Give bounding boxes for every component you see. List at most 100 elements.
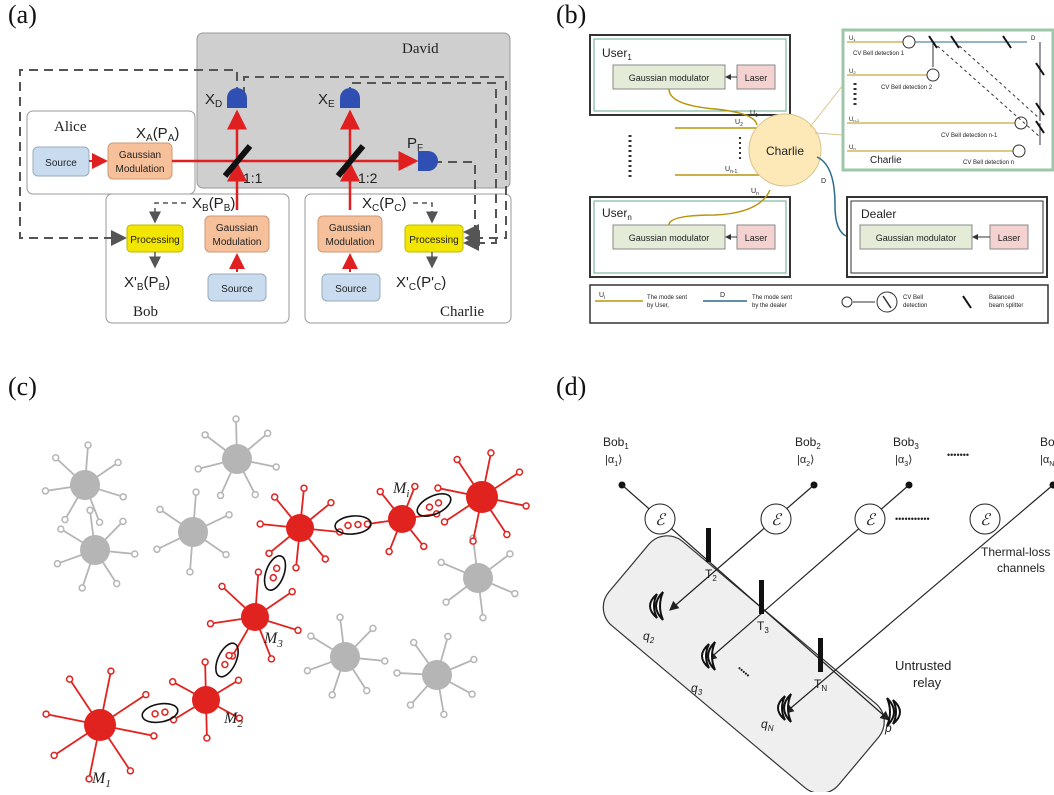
bob-modulation-label: Modulation [213, 237, 262, 248]
b-un-label: Un [751, 188, 759, 197]
usern-modulator-box [612, 224, 726, 250]
legend-user-line1: The mode sent [647, 295, 687, 301]
entangled-pair [334, 515, 372, 535]
t3-label: T3 [757, 619, 769, 635]
pf-label: PF [407, 135, 423, 154]
charlie-label: Charlie [440, 304, 484, 320]
m3-label: M3 [263, 630, 283, 650]
gray-node [194, 415, 280, 500]
bob-source-box [207, 273, 267, 302]
mi-label: Mi [392, 480, 409, 500]
alice-label: Alice [54, 119, 87, 135]
legend-dealer-line2: by the dealer [752, 303, 787, 309]
charlie-source-label: Source [335, 284, 367, 295]
bob3-label: Bob3 [893, 435, 919, 451]
bell-1-label: CV Bell detection 1 [853, 51, 905, 57]
alphan-label: |αN⟩ [1040, 454, 1054, 468]
bell-n-label: CV Bell detection n [963, 160, 1014, 166]
b-charlie-label: Charlie [766, 144, 804, 158]
xb-prime-label: X'B(PB) [124, 274, 170, 293]
legend-bs-line2: beam splitter [989, 303, 1023, 309]
channel-3 [854, 503, 886, 535]
legend-dealer-line1: The mode sent [752, 295, 792, 301]
red-node [256, 484, 344, 572]
untrusted-line2: relay [913, 675, 942, 690]
bell-n1-label: CV Bell detection n-1 [941, 133, 998, 139]
bob1-label: Bob1 [603, 435, 629, 451]
alice-source-label: Source [45, 158, 77, 169]
xe-label: XE [318, 91, 335, 110]
untrusted-relay-box [602, 535, 885, 792]
bob-modulation-box [204, 215, 270, 253]
beam-splitter-2 [335, 144, 366, 178]
user1-modulator-box [612, 64, 726, 90]
channel-2 [760, 503, 792, 535]
svg-text:Ui: Ui [599, 292, 605, 301]
channel-1 [644, 503, 676, 535]
bs-t2 [706, 528, 711, 562]
svg-text:Un-1: Un-1 [849, 117, 860, 123]
red-node-m2 [168, 658, 244, 742]
m1-label: M1 [91, 770, 111, 790]
qn-label: qN [761, 717, 774, 733]
b-u1-label: U1 [750, 110, 758, 119]
david-box [196, 32, 511, 189]
red-node-m3 [206, 568, 302, 663]
detector-qn-icon [777, 693, 792, 723]
dealer-label: Dealer [861, 207, 896, 221]
xc-prime-label: X'C(P'C) [396, 274, 446, 293]
b-un1-label: Un-1 [725, 166, 738, 175]
thermal-line2: channels [997, 561, 1045, 575]
svg-text:Un: Un [849, 145, 856, 151]
svg-text:ℰ: ℰ [980, 512, 992, 529]
tn-label: TN [814, 677, 827, 693]
detector-xe-icon [340, 88, 360, 108]
dealer-modulator-label: Gaussian modulator [876, 233, 957, 243]
legend-bs-line1: Balanced [989, 295, 1014, 301]
panel-label-b: (b) [556, 0, 587, 29]
panel-a-diagram: David Alice Bob Charlie Source Gaussian … [19, 32, 512, 324]
bell-detector-2 [926, 68, 940, 82]
charlie-detail-label: Charlie [870, 155, 902, 166]
bell-detector-n1 [1014, 116, 1028, 130]
xb-label: XB(PB) [192, 195, 235, 214]
q2-label: q2 [643, 629, 655, 645]
bell-detector-1 [902, 35, 916, 49]
charlie-modulation-box [317, 215, 383, 253]
gray-node [41, 441, 127, 526]
red-node-mi [363, 482, 441, 556]
charlie-processing-label: Processing [409, 235, 458, 246]
svg-text:D: D [720, 292, 725, 299]
bob-gaussian-label: Gaussian [216, 223, 258, 234]
legend-bell-line2: detection [903, 303, 927, 309]
alpha2-label: |α2⟩ [797, 454, 814, 468]
detector-q3-icon [701, 641, 716, 671]
thermal-line1: Thermal-loss [981, 545, 1050, 559]
panel-label-c: (c) [8, 372, 37, 401]
gray-node [393, 632, 478, 719]
bob-processing-label: Processing [130, 235, 179, 246]
gray-node [303, 613, 389, 699]
usern-label: Usern [602, 206, 632, 222]
m2-label: M2 [223, 710, 243, 730]
svg-text:ℰ: ℰ [655, 512, 667, 529]
usern-modulator-label: Gaussian modulator [629, 233, 710, 243]
xd-label: XD [205, 91, 222, 110]
charlie-node [748, 113, 822, 187]
user1-modulator-label: Gaussian modulator [629, 73, 710, 83]
charlie-modulation-label: Modulation [326, 237, 375, 248]
b-d-label: D [821, 178, 826, 185]
bob-label: Bob [133, 304, 158, 320]
detector-q2-icon [649, 591, 664, 621]
svg-text:D: D [1031, 36, 1036, 42]
user1-laser-box [736, 64, 776, 90]
svg-text:ℰ: ℰ [771, 512, 783, 529]
panel-label-d: (d) [556, 372, 587, 401]
charlie-processing-box [404, 224, 464, 253]
bell-2-label: CV Bell detection 2 [881, 85, 933, 91]
red-node [434, 449, 530, 545]
untrusted-line1: Untrusted [895, 658, 951, 673]
bs-tn [818, 638, 823, 672]
t2-label: T2 [705, 567, 717, 583]
dots-mid: ••••••••••• [895, 514, 930, 524]
